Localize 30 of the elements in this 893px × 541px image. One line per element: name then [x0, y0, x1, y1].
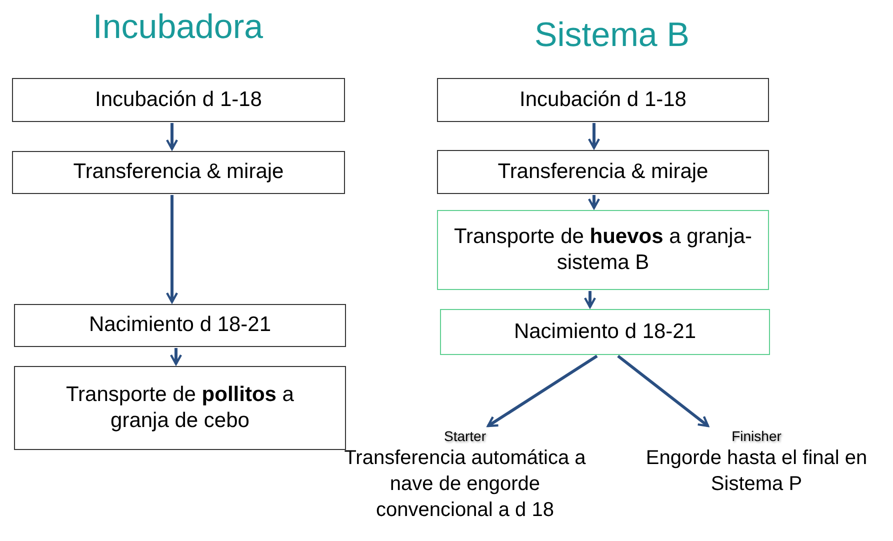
arrow: [170, 348, 182, 366]
arrow: [166, 123, 178, 150]
arrow: [588, 123, 600, 150]
box-text: Transporte de huevos a granja-sistema B: [453, 224, 753, 276]
process-box: [437, 78, 769, 122]
arrow: [166, 195, 178, 304]
box-text: Transporte de pollitos a granja de cebo: [65, 382, 295, 434]
box-text: Transferencia & miraje: [498, 158, 708, 185]
column-heading: Sistema B: [534, 16, 690, 55]
arrow: [588, 195, 600, 210]
box-text: Incubación d 1-18: [520, 86, 686, 113]
arrow: [486, 354, 598, 428]
box-text: Nacimiento d 18-21: [88, 312, 272, 338]
box-text: Incubación d 1-18: [95, 86, 262, 113]
process-box: [12, 78, 345, 122]
stage-description: Engorde hasta el final en Sistema P: [644, 446, 868, 497]
process-box: [14, 304, 346, 347]
column-heading: Incubadora: [92, 8, 264, 47]
stage-label: Starter: [444, 428, 486, 445]
process-box: [12, 151, 345, 194]
process-box: [437, 210, 769, 290]
box-text: Transferencia & miraje: [73, 159, 284, 186]
stage-description: Transferencia automática a nave de engorde convencional a d 18: [343, 446, 587, 523]
arrow: [584, 291, 596, 308]
process-box: [437, 150, 769, 194]
box-text: Nacimiento d 18-21: [514, 318, 696, 345]
stage-label: Finisher: [732, 428, 782, 445]
process-box: [14, 366, 346, 450]
arrow: [617, 354, 710, 428]
process-box: [440, 309, 770, 355]
